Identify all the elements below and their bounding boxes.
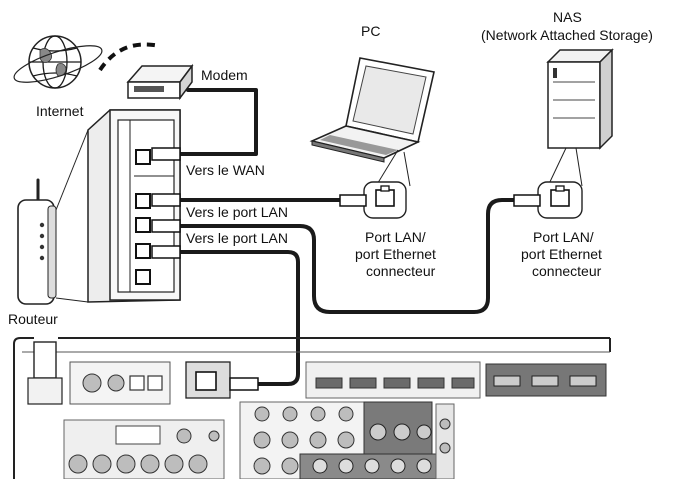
router-label: Routeur [8, 311, 58, 327]
modem-icon [126, 63, 194, 101]
pc-plug [339, 194, 367, 207]
router-ports [135, 149, 151, 285]
cable-router-receiver [176, 250, 300, 386]
nas-tower-icon [546, 48, 614, 150]
nas-subtitle-label: (Network Attached Storage) [481, 27, 653, 43]
wireless-link-line [98, 42, 161, 72]
pc-port-label-line1: Port LAN/ [365, 229, 426, 245]
router-icon [17, 178, 57, 305]
wan-label: Vers le WAN [186, 162, 265, 178]
nas-port-label-line1: Port LAN/ [533, 229, 594, 245]
nas-port-label-line3: connecteur [532, 263, 602, 279]
cable-router-nas [176, 198, 516, 314]
pc-label: PC [361, 23, 380, 39]
nas-title-label: NAS [553, 9, 582, 25]
nas-lan-port-icon [537, 181, 583, 219]
lan-label-2: Vers le port LAN [186, 230, 288, 246]
pc-port-label-line3: connecteur [366, 263, 436, 279]
globe-icon [13, 35, 103, 89]
nas-port-label-line2: port Ethernet [521, 246, 602, 262]
internet-label: Internet [36, 103, 84, 119]
laptop-icon [309, 57, 435, 163]
lan-label-1: Vers le port LAN [186, 204, 288, 220]
pc-port-label-line2: port Ethernet [355, 246, 436, 262]
modem-label: Modem [201, 67, 248, 83]
rj45-plug-icon [151, 147, 181, 259]
receiver-rear-panel [13, 337, 611, 479]
nas-plug [513, 194, 541, 207]
cable-modem-wan [176, 88, 258, 156]
pc-lan-port-icon [363, 181, 407, 219]
